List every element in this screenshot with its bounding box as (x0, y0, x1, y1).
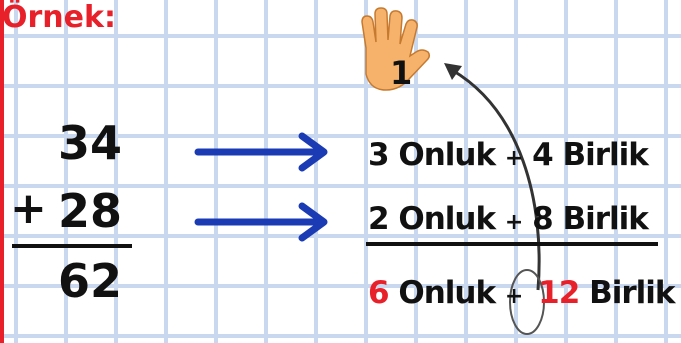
first-number: 34 (58, 116, 123, 170)
row-3-ones: 2 (558, 275, 581, 311)
row-3-tens-word: Onluk (398, 275, 496, 311)
margin-line (0, 0, 4, 343)
row-2-tens-word: Onluk (398, 201, 496, 237)
sum-line (12, 244, 132, 248)
second-number: 28 (58, 184, 123, 238)
carry-circle (509, 269, 545, 335)
row-1-tens-word: Onluk (398, 137, 496, 173)
row-2-tens: 2 (368, 201, 390, 237)
row-2-ones: 8 (532, 201, 554, 237)
curved-arrow-icon (444, 63, 541, 291)
row-3: 6 Onluk + 12 Birlik (368, 275, 676, 314)
row-2-plus: + (504, 210, 523, 235)
row-1-ones-word: Birlik (562, 137, 649, 173)
plus-sign: + (10, 183, 47, 234)
result-number: 62 (58, 254, 123, 308)
row-2-ones-word: Birlik (562, 201, 649, 237)
row-3-ones-word: Birlik (589, 275, 675, 311)
page-title: Örnek: (2, 0, 116, 35)
row-1-plus: + (504, 146, 523, 171)
row-3-carry-digit: 1 (538, 275, 560, 311)
right-arrow-icon (194, 202, 328, 242)
row-2: 2 Onluk + 8 Birlik (368, 201, 649, 240)
row-1-ones: 4 (532, 137, 554, 173)
row-3-tens: 6 (368, 275, 390, 311)
row-1-tens: 3 (368, 137, 390, 173)
right-arrow-icon (194, 132, 328, 172)
hand-label: 1 (390, 54, 412, 92)
row-1: 3 Onluk + 4 Birlik (368, 137, 649, 176)
row-3-plus: + (504, 284, 523, 309)
